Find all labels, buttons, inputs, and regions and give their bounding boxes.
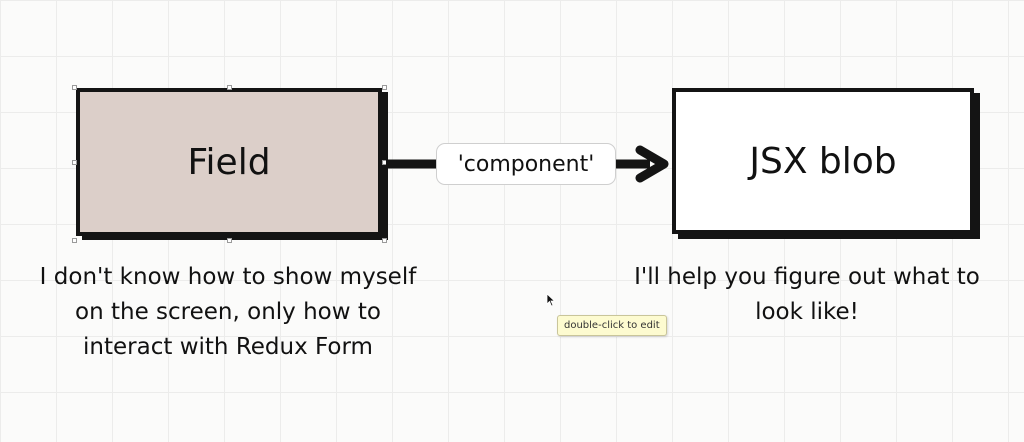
jsx-blob-caption-line: look like!	[755, 299, 859, 325]
jsx-blob-caption-line: I'll help you figure out what to	[634, 264, 980, 290]
selection-handle-top-middle[interactable]	[227, 85, 232, 90]
edit-tooltip: double-click to edit	[557, 315, 667, 336]
field-caption-line: I don't know how to show myself	[39, 264, 417, 290]
selection-handle-bottom-middle[interactable]	[227, 238, 232, 243]
selection-handle-top-left[interactable]	[72, 85, 77, 90]
jsx-blob-node-label: JSX blob	[749, 140, 897, 182]
field-node[interactable]: Field	[76, 88, 382, 236]
edge-label[interactable]: 'component'	[436, 143, 616, 185]
selection-handle-middle-left[interactable]	[72, 160, 77, 165]
selection-handle-bottom-left[interactable]	[72, 238, 77, 243]
field-node-label: Field	[187, 141, 271, 183]
field-caption-line: on the screen, only how to	[75, 299, 381, 325]
selection-handle-top-right[interactable]	[382, 85, 387, 90]
jsx-blob-caption[interactable]: I'll help you figure out what to look li…	[588, 260, 1024, 330]
mouse-pointer-icon	[546, 293, 556, 307]
selection-handle-bottom-right[interactable]	[382, 238, 387, 243]
field-caption[interactable]: I don't know how to show myself on the s…	[4, 260, 452, 365]
edge-label-text: 'component'	[457, 151, 595, 177]
jsx-blob-node[interactable]: JSX blob	[672, 88, 974, 234]
edit-tooltip-text: double-click to edit	[564, 320, 660, 331]
arrow-head-icon	[635, 145, 669, 183]
field-caption-line: interact with Redux Form	[83, 334, 373, 360]
